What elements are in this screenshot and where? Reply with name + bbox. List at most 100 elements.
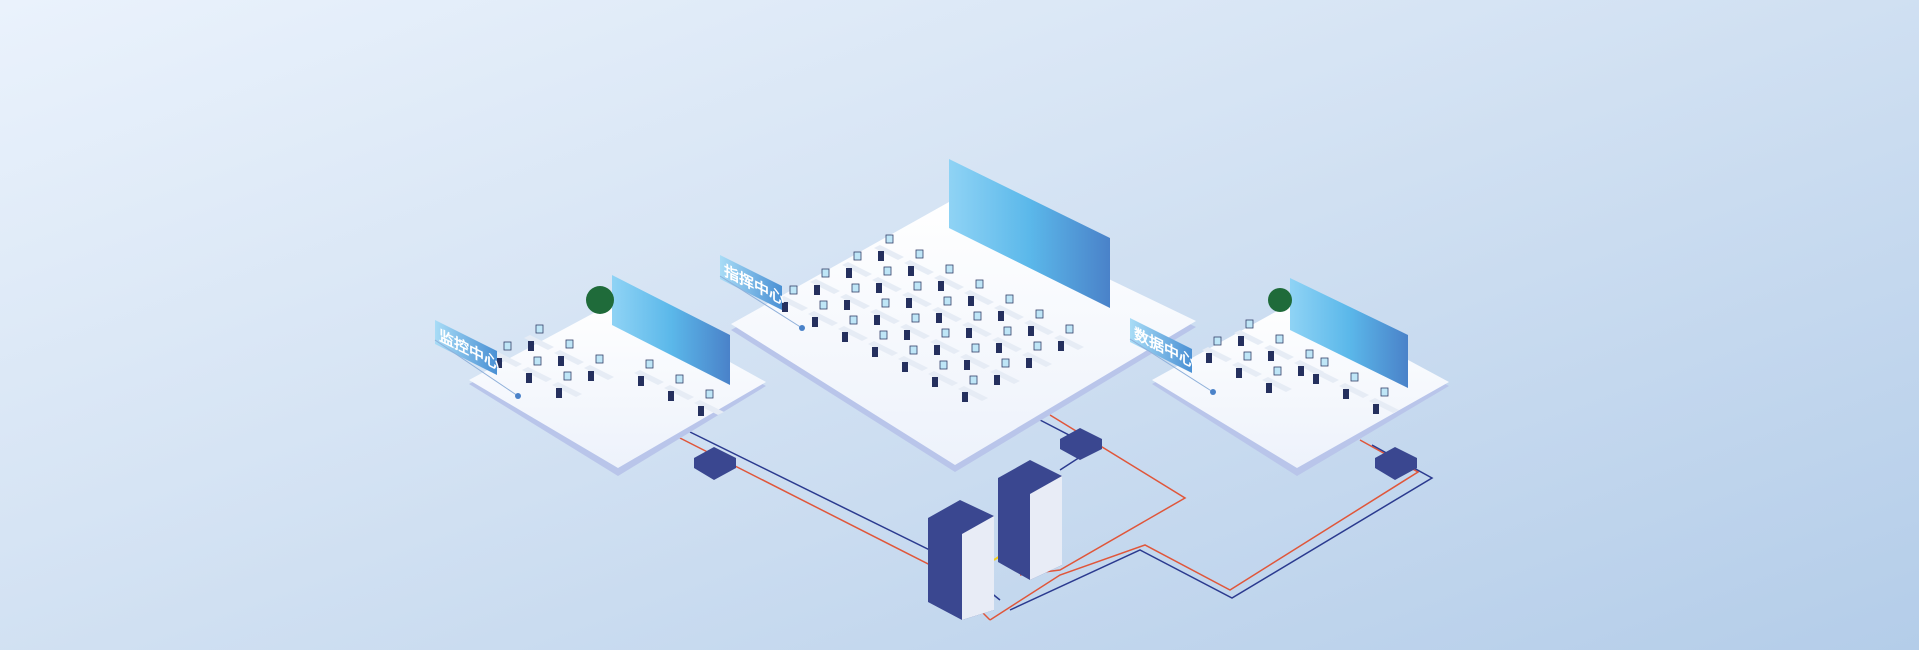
desk [904, 260, 934, 275]
monitor-icon [913, 281, 922, 291]
desk [930, 339, 960, 354]
monitor-icon [675, 374, 684, 384]
chair-icon [904, 330, 910, 340]
desk [664, 385, 694, 400]
monitor-icon [789, 285, 798, 295]
desk [552, 382, 582, 397]
desk [1054, 335, 1084, 350]
desk [810, 279, 840, 294]
desk [838, 326, 868, 341]
monitor-icon [879, 330, 888, 340]
chair-icon [1028, 326, 1034, 336]
platform-monitoring-center [469, 275, 766, 476]
platform-data-center [1152, 278, 1449, 476]
monitor-icon [939, 360, 948, 370]
monitor-icon [915, 249, 924, 259]
desk [584, 365, 614, 380]
desk [990, 369, 1020, 384]
label-monitoring-center: 监控中心 [435, 320, 499, 375]
monitor-icon [1380, 387, 1389, 397]
desk [840, 294, 870, 309]
platform-command-center [731, 159, 1196, 472]
monitor-icon [943, 296, 952, 306]
monitor-icon [911, 313, 920, 323]
desk [554, 350, 584, 365]
monitor-icon [1005, 294, 1014, 304]
chair-icon [698, 406, 704, 416]
chair-icon [962, 392, 968, 402]
chair-icon [1268, 351, 1274, 361]
monitor-icon [563, 371, 572, 381]
chair-icon [964, 360, 970, 370]
desk [1022, 352, 1052, 367]
monitor-icon [1305, 349, 1314, 359]
monitor-icon [503, 341, 512, 351]
desk [1232, 362, 1262, 377]
chair-icon [878, 251, 884, 261]
monitor-icon [969, 375, 978, 385]
desk [778, 296, 808, 311]
monitor-icon [881, 298, 890, 308]
monitor-icon [945, 264, 954, 274]
desk [900, 324, 930, 339]
desk [902, 292, 932, 307]
chair-icon [966, 328, 972, 338]
chair-icon [528, 341, 534, 351]
chair-icon [1238, 336, 1244, 346]
chair-icon [872, 347, 878, 357]
chair-icon [842, 332, 848, 342]
chair-icon [668, 391, 674, 401]
desk [694, 400, 724, 415]
chair-icon [844, 300, 850, 310]
desk [962, 322, 992, 337]
monitor-icon [645, 359, 654, 369]
monitor-icon [821, 268, 830, 278]
server-racks [928, 460, 1062, 620]
desk [898, 356, 928, 371]
plant-icon [586, 286, 614, 314]
monitor-icon [1273, 366, 1282, 376]
chair-icon [934, 345, 940, 355]
desk [492, 352, 522, 367]
desk [1339, 383, 1369, 398]
desk [868, 341, 898, 356]
desk [1202, 347, 1232, 362]
monitor-icon [909, 345, 918, 355]
desk [1262, 377, 1292, 392]
chair-icon [814, 285, 820, 295]
monitor-icon [1245, 319, 1254, 329]
desk [870, 309, 900, 324]
plant-icon [1268, 288, 1292, 312]
monitor-icon [1035, 309, 1044, 319]
chair-icon [1313, 374, 1319, 384]
chair-icon [558, 356, 564, 366]
monitor-icon [705, 389, 714, 399]
desk [874, 245, 904, 260]
monitor-icon [849, 315, 858, 325]
chair-icon [968, 296, 974, 306]
desk [872, 277, 902, 292]
video-wall [612, 275, 730, 385]
chair-icon [1373, 404, 1379, 414]
chair-icon [874, 315, 880, 325]
desk [1234, 330, 1264, 345]
desk [932, 307, 962, 322]
monitor-icon [819, 300, 828, 310]
monitor-icon [971, 343, 980, 353]
monitor-icon [1275, 334, 1284, 344]
desk [1024, 320, 1054, 335]
desk [524, 335, 554, 350]
desk [634, 370, 664, 385]
desk [992, 337, 1022, 352]
chair-icon [994, 375, 1000, 385]
chair-icon [906, 298, 912, 308]
monitor-icon [975, 279, 984, 289]
monitor-icon [885, 234, 894, 244]
video-wall [1290, 278, 1408, 388]
monitor-icon [533, 356, 542, 366]
chair-icon [812, 317, 818, 327]
desk [522, 367, 552, 382]
desk [808, 311, 838, 326]
monitor-icon [973, 311, 982, 321]
chair-icon [996, 343, 1002, 353]
